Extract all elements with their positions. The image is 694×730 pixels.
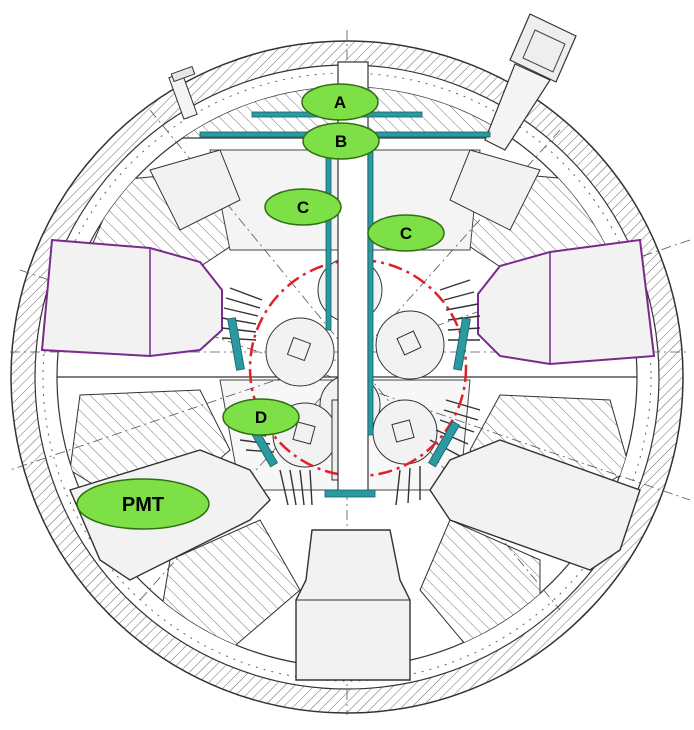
label-a-text: A	[334, 93, 346, 112]
label-a: A	[301, 83, 379, 121]
rod-right-upper	[453, 317, 471, 371]
label-d: D	[222, 398, 300, 436]
label-pmt: PMT	[76, 478, 210, 530]
pmt-bottom	[295, 529, 411, 681]
rod-d-left	[227, 317, 245, 371]
label-d-text: D	[255, 408, 267, 427]
pmt-left-top	[149, 149, 241, 231]
pmt-right-upper	[477, 238, 656, 366]
rod-c-left	[325, 129, 332, 331]
pmt-right-lower	[429, 439, 641, 571]
feedthrough-top-left	[168, 65, 198, 120]
label-b-text: B	[335, 132, 347, 151]
label-c-left-text: C	[297, 198, 309, 217]
label-pmt-text: PMT	[122, 494, 164, 516]
label-c-left: C	[264, 188, 342, 226]
label-b: B	[302, 122, 380, 160]
label-c-right: C	[367, 214, 445, 252]
pmt-left-upper	[40, 238, 223, 358]
rod-bottom	[324, 489, 376, 498]
rod-right-lower	[427, 420, 461, 468]
rod-c-right	[367, 134, 374, 436]
label-c-right-text: C	[400, 224, 412, 243]
pmt-right-top	[449, 149, 541, 231]
feedthrough-top-right	[484, 13, 577, 151]
